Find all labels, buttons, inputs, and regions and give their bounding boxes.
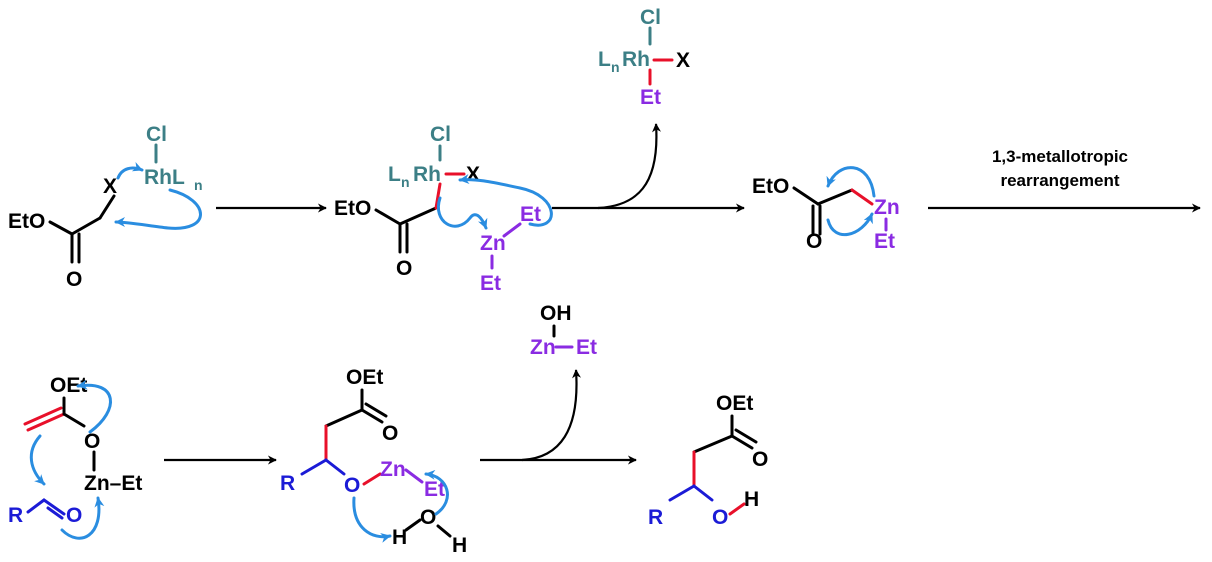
condition-line-2: rearrangement [1000,171,1119,190]
label-r: R [8,504,23,527]
label-eto: EtO [334,197,371,220]
molecule-3-zinc-c-enolate: EtO O Zn Et [752,166,900,253]
label-oet: OEt [346,366,383,389]
label-x: X [676,49,690,72]
label-r: R [280,472,295,495]
label-x: X [103,175,117,198]
label-zn: Zn [380,458,406,481]
label-enolate-o: O [84,430,100,453]
label-aldehyde-o: O [66,504,82,527]
label-et: Et [576,336,597,359]
label-cl: Cl [640,6,661,29]
label-rhl: RhL [144,166,185,189]
label-water-o: O [420,506,436,529]
label-h: H [452,534,467,557]
label-rh: Rh [622,48,650,71]
label-eto: EtO [8,210,45,233]
label-h: H [392,526,407,549]
label-zn: Zn [480,232,506,255]
byproduct-rh-complex: Cl L n Rh X Et [598,6,690,109]
label-et: Et [424,478,445,501]
label-l: L [388,163,401,186]
label-alkoxide-o: O [344,474,360,497]
condition-line-1: 1,3-metallotropic [992,147,1128,166]
label-oh: OH [540,302,572,325]
label-n: n [194,177,203,193]
molecule-1-haloester-rh: EtO O X Cl RhL n [8,123,203,291]
label-cl: Cl [430,123,451,146]
label-x: X [466,163,480,186]
molecule-4-zinc-enolate-aldehyde: OEt O Zn–Et R O [8,374,142,540]
label-oet: OEt [716,392,753,415]
label-et: Et [874,230,895,253]
label-n: n [401,174,410,190]
label-hydroxyl-o: O [712,506,728,529]
byproduct-arrow-1 [597,123,662,210]
label-h: H [744,488,759,511]
label-zn: Zn [530,336,556,359]
label-eto: EtO [752,175,789,198]
label-rh: Rh [413,163,441,186]
label-et: Et [640,86,661,109]
label-r: R [648,506,663,529]
label-n: n [611,59,620,75]
molecule-5-zinc-alkoxide: OEt O R O Zn Et H O H [280,366,467,557]
label-l: L [598,48,611,71]
byproduct-zinc-hydroxide: OH Zn Et [530,302,597,359]
label-zn: Zn [874,196,900,219]
label-et: Et [520,203,541,226]
molecule-6-beta-hydroxy-ester: OEt O R O H [648,392,768,529]
byproduct-arrow-2 [521,369,582,462]
molecule-2-rh-intermediate: EtO O Cl L n Rh X Et Zn Et [334,123,553,295]
label-carbonyl-o: O [66,268,82,291]
label-carbonyl-o: O [382,422,398,445]
label-carbonyl-o: O [806,230,822,253]
label-zn-et: Zn–Et [84,472,142,495]
label-cl: Cl [146,123,167,146]
label-carbonyl-o: O [396,257,412,280]
label-et: Et [480,272,501,295]
label-carbonyl-o: O [752,448,768,471]
